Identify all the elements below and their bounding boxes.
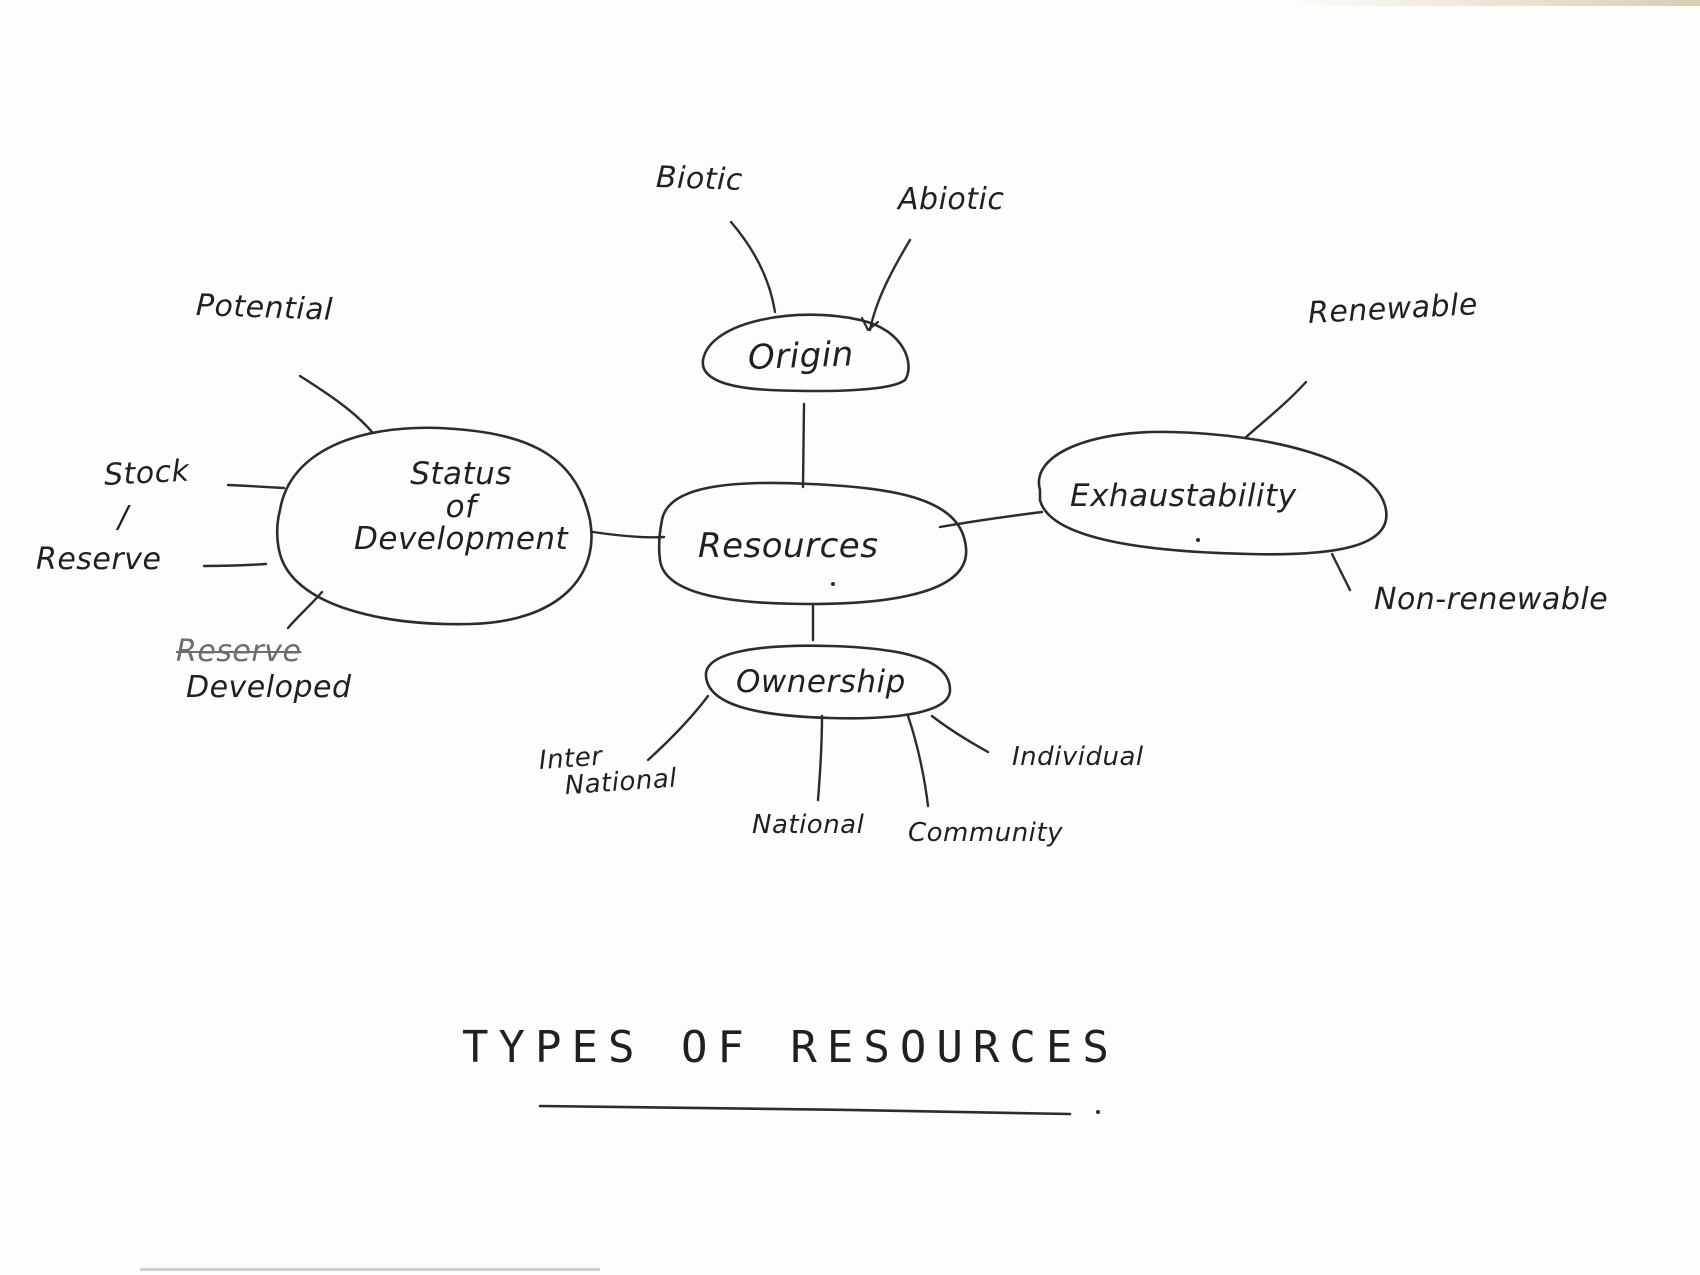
title-dot [1096,1110,1100,1114]
origin-child-biotic: Biotic [655,160,744,199]
status-child-developed: Developed [186,670,352,705]
exhaustability-child-non-renewable: Non-renewable [1374,582,1609,617]
status-child-potential: Potential [195,288,334,328]
diagram-title: TYPES OF RESOURCES [462,1022,1119,1073]
link-abiotic [868,238,912,332]
origin-child-abiotic: Abiotic [898,182,1005,217]
link-stock [226,483,286,490]
status-child-stock: Stock [103,453,191,493]
ownership-child-individual: Individual [1012,742,1144,772]
link-national [816,714,824,802]
link-status [591,530,666,539]
link-origin [801,402,806,489]
ownership-child-community: Community [908,818,1063,848]
resources-ellipse [657,481,968,606]
struck-out-reserve: Reserve [176,634,302,669]
stray-dot [831,582,835,586]
exhaustability-node-label: Exhaustability [1070,478,1297,514]
ownership-child-national: National [752,810,865,840]
link-biotic [729,220,777,314]
status-child-reserve: Reserve [36,542,162,577]
status-label-line-2: of [445,488,477,525]
status-label-line-3: Development [354,521,569,558]
stray-dot-2 [1196,538,1200,542]
center-node-label: Resources [698,526,879,566]
link-reserve [202,562,268,568]
ownership-node-label: Ownership [736,664,906,700]
link-international [646,694,710,762]
origin-arrowhead [860,316,880,332]
status-ellipse [275,426,593,626]
status-node-label: Status of Development [354,458,568,556]
link-potential [298,374,374,434]
origin-node-label: Origin [747,334,855,378]
link-individual [930,714,990,754]
ownership-ellipse [704,644,952,720]
link-developed [286,590,324,630]
link-exhaustability [938,510,1044,529]
link-community [906,714,930,808]
ownership-child-international: Inter National [538,739,678,803]
origin-ellipse [701,313,910,393]
stock-reserve-separator: / [118,500,129,535]
status-label-line-1: Status [410,456,512,492]
title-underline [538,1104,1072,1116]
exhaustability-ellipse [1037,430,1388,556]
link-non-renewable [1330,552,1352,592]
link-renewable [1243,380,1308,440]
